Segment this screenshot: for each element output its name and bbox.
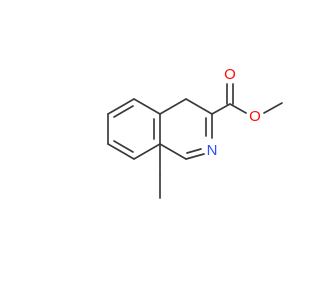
bond bbox=[185, 98, 213, 115]
ester-oxygen-label: O bbox=[249, 108, 261, 125]
structure-canvas: O O N bbox=[107, 65, 283, 199]
methyl-8-methylisoquinoline-3-carboxylate-structure: O O N bbox=[107, 66, 283, 199]
bond bbox=[159, 143, 187, 160]
bond bbox=[229, 103, 247, 114]
bond bbox=[211, 103, 231, 115]
ester-group bbox=[211, 83, 283, 115]
bond bbox=[107, 143, 135, 160]
pyridine-ring bbox=[159, 98, 213, 160]
methoxy-bond bbox=[263, 102, 283, 114]
carbonyl-oxygen-label: O bbox=[224, 66, 236, 83]
nitrogen-label: N bbox=[207, 142, 218, 159]
double-bond-inner bbox=[186, 148, 202, 154]
double-bond-inner bbox=[113, 105, 134, 118]
double-bond-inner bbox=[113, 140, 134, 153]
bond bbox=[133, 143, 161, 160]
bond bbox=[159, 98, 187, 115]
benzene-ring bbox=[107, 98, 161, 160]
bond bbox=[107, 98, 135, 115]
bond bbox=[185, 153, 205, 160]
bond bbox=[133, 98, 161, 115]
